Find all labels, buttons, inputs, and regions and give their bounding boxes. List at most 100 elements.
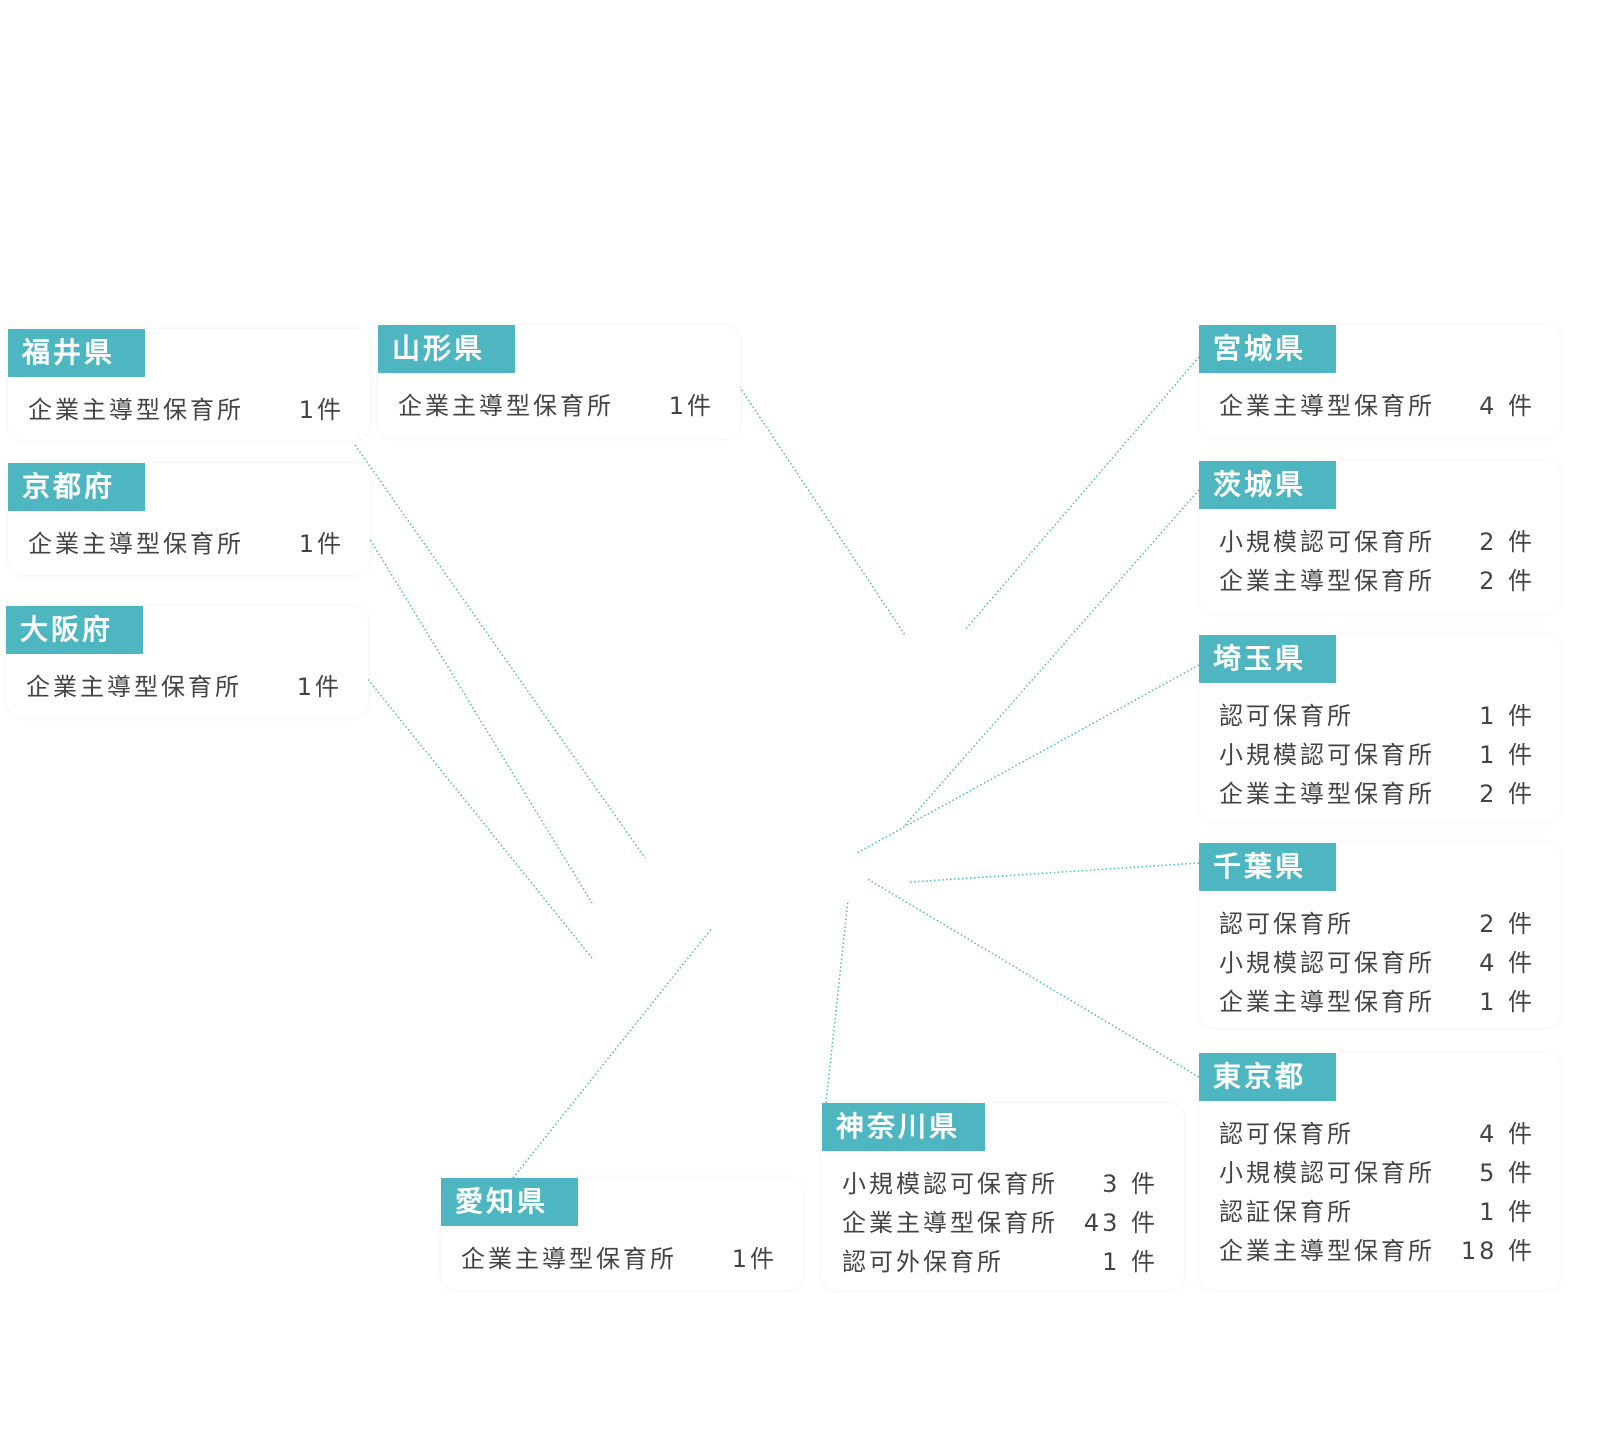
facility-type: 企業主導型保育所 [28,530,244,558]
facility-list: 認可保育所 4 件小規模認可保育所 5 件認証保育所 1 件企業主導型保育所 18 件 [1219,1115,1535,1271]
facility-type: 企業主導型保育所 [26,673,242,701]
prefecture-card-yamagata: 山形県企業主導型保育所 1件 [378,325,740,438]
prefecture-name: 茨城県 [1199,461,1336,509]
facility-type: 企業主導型保育所 [461,1245,677,1273]
leader-line-chiba [909,862,1200,883]
facility-type: 小規模認可保育所 [1219,949,1435,977]
leader-line-kyoto [359,522,593,904]
facility-list: 企業主導型保育所 1件 [28,525,344,564]
facility-count: 1 件 [1479,988,1535,1016]
facility-count: 1 件 [1479,702,1535,730]
facility-row: 認可保育所 2 件 [1219,905,1535,944]
prefecture-card-chiba: 千葉県認可保育所 2 件小規模認可保育所 4 件企業主導型保育所 1 件 [1199,843,1561,1028]
leader-line-saitama [856,664,1200,854]
facility-row: 小規模認可保育所 3 件 [842,1165,1158,1204]
facility-row: 企業主導型保育所 1件 [398,387,714,426]
facility-row: 企業主導型保育所 4 件 [1219,387,1535,426]
facility-count: 1件 [668,392,714,420]
facility-row: 企業主導型保育所 18 件 [1219,1232,1535,1271]
facility-count: 2 件 [1479,910,1535,938]
facility-count: 4 件 [1479,1120,1535,1148]
facility-type: 企業主導型保育所 [1219,988,1435,1016]
facility-row: 小規模認可保育所 2 件 [1219,523,1535,562]
leader-line-fukui [354,444,646,859]
facility-row: 企業主導型保育所 1件 [461,1240,777,1279]
facility-row: 企業主導型保育所 2 件 [1219,562,1535,601]
facility-type: 小規模認可保育所 [1219,528,1435,556]
facility-type: 小規模認可保育所 [1219,741,1435,769]
facility-list: 企業主導型保育所 1件 [26,668,342,707]
prefecture-name: 神奈川県 [822,1103,985,1151]
facility-type: 企業主導型保育所 [1219,780,1435,808]
facility-row: 認可保育所 1 件 [1219,697,1535,736]
facility-type: 認可保育所 [1219,910,1354,938]
leader-line-yamagata [734,379,906,636]
facility-row: 認可外保育所 1 件 [842,1243,1158,1282]
facility-row: 認可保育所 4 件 [1219,1115,1535,1154]
facility-type: 小規模認可保育所 [842,1170,1058,1198]
facility-row: 小規模認可保育所 1 件 [1219,736,1535,775]
facility-type: 企業主導型保育所 [398,392,614,420]
facility-count: 1件 [731,1245,777,1273]
prefecture-name: 埼玉県 [1199,635,1336,683]
facility-type: 小規模認可保育所 [1219,1159,1435,1187]
leader-line-aichi [512,927,713,1179]
facility-count: 1件 [296,673,342,701]
facility-row: 認証保育所 1 件 [1219,1193,1535,1232]
facility-count: 1 件 [1102,1248,1158,1276]
prefecture-name: 千葉県 [1199,843,1336,891]
leader-line-ibaraki [904,489,1200,826]
facility-list: 企業主導型保育所 1件 [398,387,714,426]
facility-type: 認可外保育所 [842,1248,1004,1276]
facility-count: 1件 [298,530,344,558]
facility-count: 1件 [298,396,344,424]
prefecture-name: 愛知県 [441,1178,578,1226]
facility-type: 企業主導型保育所 [1219,567,1435,595]
facility-type: 認証保育所 [1219,1198,1354,1226]
facility-type: 企業主導型保育所 [1219,392,1435,420]
facility-row: 小規模認可保育所 4 件 [1219,944,1535,983]
facility-type: 企業主導型保育所 [1219,1237,1435,1265]
prefecture-card-aichi: 愛知県企業主導型保育所 1件 [441,1178,803,1290]
prefecture-name: 大阪府 [6,606,143,654]
facility-count: 3 件 [1102,1170,1158,1198]
prefecture-card-miyagi: 宮城県企業主導型保育所 4 件 [1199,325,1561,438]
facility-row: 小規模認可保育所 5 件 [1219,1154,1535,1193]
prefecture-name: 宮城県 [1199,325,1336,373]
facility-count: 4 件 [1479,949,1535,977]
facility-count: 4 件 [1479,392,1535,420]
facility-row: 企業主導型保育所 1件 [28,525,344,564]
facility-type: 認可保育所 [1219,1120,1354,1148]
prefecture-card-osaka: 大阪府企業主導型保育所 1件 [6,606,368,717]
facility-count: 18 件 [1460,1237,1535,1265]
prefecture-name: 山形県 [378,325,515,373]
leader-line-tokyo [865,877,1200,1078]
prefecture-name: 東京都 [1199,1053,1336,1101]
leader-line-miyagi [964,356,1200,631]
facility-row: 企業主導型保育所 1件 [26,668,342,707]
facility-list: 認可保育所 2 件小規模認可保育所 4 件企業主導型保育所 1 件 [1219,905,1535,1022]
facility-row: 企業主導型保育所 1 件 [1219,983,1535,1022]
facility-list: 企業主導型保育所 4 件 [1219,387,1535,426]
facility-type: 認可保育所 [1219,702,1354,730]
facility-count: 1 件 [1479,741,1535,769]
facility-count: 2 件 [1479,567,1535,595]
facility-count: 2 件 [1479,528,1535,556]
leader-line-kanagawa [825,899,849,1104]
prefecture-card-tokyo: 東京都認可保育所 4 件小規模認可保育所 5 件認証保育所 1 件企業主導型保育所 18… [1199,1053,1561,1290]
facility-count: 5 件 [1479,1159,1535,1187]
facility-count: 1 件 [1479,1198,1535,1226]
